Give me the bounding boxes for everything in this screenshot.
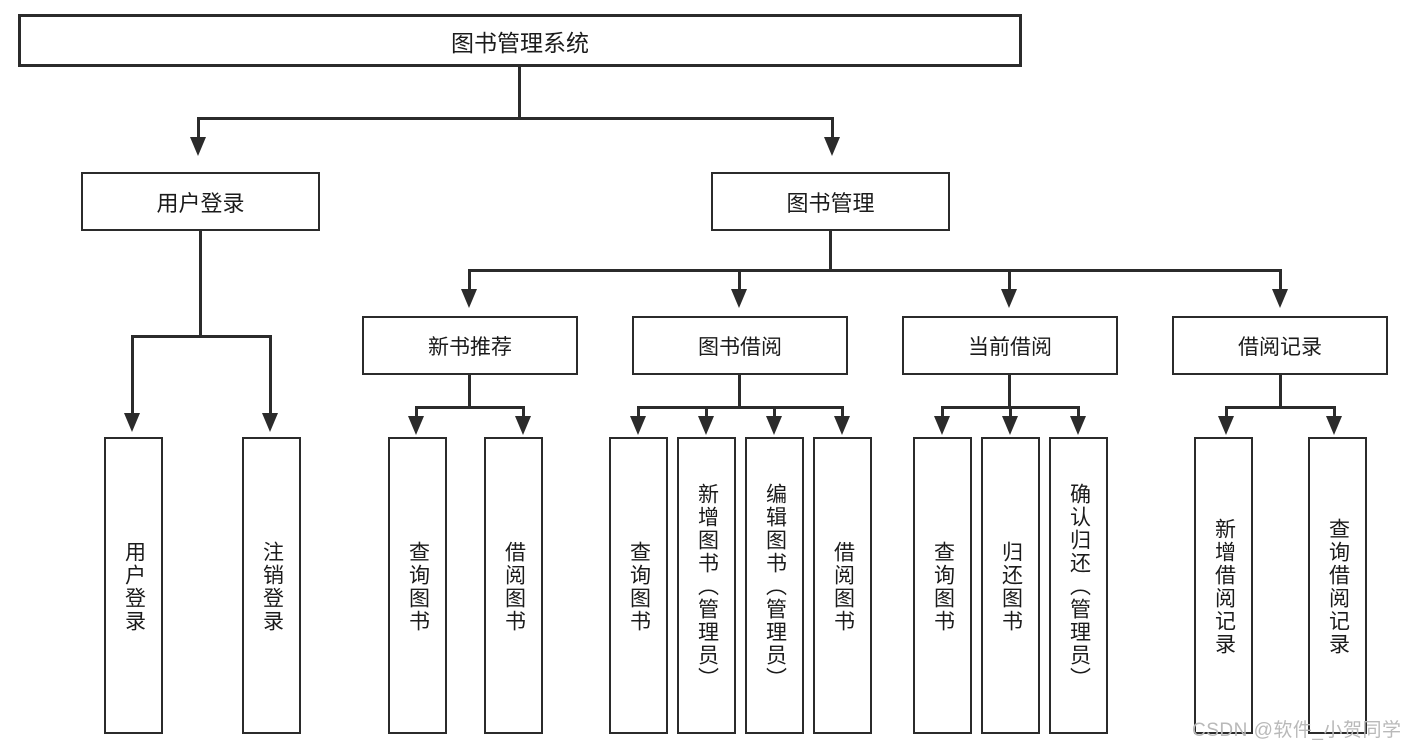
arrowhead-borrow-record-2 — [1326, 416, 1342, 435]
connector-book-borrow-drop-1 — [637, 406, 640, 418]
connector-level3-drop-2 — [738, 269, 741, 291]
node-label: 当前借阅 — [968, 335, 1052, 359]
arrowhead-borrow-record-1 — [1218, 416, 1234, 435]
connector-level2-drop-1 — [197, 117, 200, 139]
node-new-book-recommend[interactable]: 新书推荐 — [362, 316, 578, 375]
node-label: 查询借阅记录 — [1326, 517, 1350, 656]
leaf-current-borrow-confirm-return[interactable]: 确认归还（管理员） — [1049, 437, 1108, 734]
leaf-borrow-record-query[interactable]: 查询借阅记录 — [1308, 437, 1367, 734]
node-label: 用户登录 — [122, 540, 146, 633]
leaf-user-login-login[interactable]: 用户登录 — [104, 437, 163, 734]
connector-current-borrow-drop-1 — [941, 406, 944, 418]
connector-level3-drop-4 — [1279, 269, 1282, 291]
node-label: 查询图书 — [627, 540, 651, 633]
node-label: 借阅图书 — [831, 540, 855, 633]
leaf-user-login-logout[interactable]: 注销登录 — [242, 437, 301, 734]
connector-level3-drop-3 — [1008, 269, 1011, 291]
leaf-current-borrow-query[interactable]: 查询图书 — [913, 437, 972, 734]
connector-book-borrow-bus — [637, 406, 844, 409]
connector-user-login-drop-2 — [269, 335, 272, 415]
leaf-book-borrow-edit[interactable]: 编辑图书（管理员） — [745, 437, 804, 734]
leaf-book-borrow-query[interactable]: 查询图书 — [609, 437, 668, 734]
connector-borrow-record-bus — [1225, 406, 1336, 409]
leaf-book-borrow-add[interactable]: 新增图书（管理员） — [677, 437, 736, 734]
connector-new-book-drop-2 — [522, 406, 525, 418]
connector-current-borrow-drop-3 — [1077, 406, 1080, 418]
connector-book-borrow-drop-2 — [705, 406, 708, 418]
connector-book-borrow-stem — [738, 375, 741, 409]
leaf-new-book-query[interactable]: 查询图书 — [388, 437, 447, 734]
connector-level3-bus — [468, 269, 1282, 272]
connector-current-borrow-drop-2 — [1009, 406, 1012, 418]
arrowhead-level2-1 — [190, 137, 206, 156]
node-label: 借阅记录 — [1238, 335, 1322, 359]
connector-borrow-record-drop-1 — [1225, 406, 1228, 418]
arrowhead-level2-2 — [824, 137, 840, 156]
node-label: 注销登录 — [260, 540, 284, 633]
arrowhead-current-borrow-2 — [1002, 416, 1018, 435]
arrowhead-user-login-1 — [124, 413, 140, 432]
node-user-login[interactable]: 用户登录 — [81, 172, 320, 231]
connector-book-borrow-drop-3 — [773, 406, 776, 418]
leaf-current-borrow-return[interactable]: 归还图书 — [981, 437, 1040, 734]
node-current-borrow[interactable]: 当前借阅 — [902, 316, 1118, 375]
node-label: 新增借阅记录 — [1212, 517, 1236, 656]
arrowhead-book-borrow-1 — [630, 416, 646, 435]
node-book-management[interactable]: 图书管理 — [711, 172, 950, 231]
node-label: 查询图书 — [406, 540, 430, 633]
leaf-borrow-record-add[interactable]: 新增借阅记录 — [1194, 437, 1253, 734]
node-label: 借阅图书 — [502, 540, 526, 633]
connector-level2-bus — [197, 117, 834, 120]
connector-book-borrow-drop-4 — [841, 406, 844, 418]
connector-level3-drop-1 — [468, 269, 471, 291]
arrowhead-book-borrow-4 — [834, 416, 850, 435]
arrowhead-level3-4 — [1272, 289, 1288, 308]
node-label: 用户登录 — [156, 190, 245, 216]
leaf-new-book-borrow[interactable]: 借阅图书 — [484, 437, 543, 734]
arrowhead-level3-1 — [461, 289, 477, 308]
connector-borrow-record-stem — [1279, 375, 1282, 409]
arrowhead-current-borrow-1 — [934, 416, 950, 435]
connector-user-login-bus — [131, 335, 271, 338]
node-borrow-record[interactable]: 借阅记录 — [1172, 316, 1388, 375]
node-label: 确认归还（管理员） — [1067, 483, 1091, 690]
arrowhead-new-book-2 — [515, 416, 531, 435]
node-label: 图书借阅 — [698, 335, 782, 359]
arrowhead-new-book-1 — [408, 416, 424, 435]
connector-user-login-drop-1 — [131, 335, 134, 415]
connector-user-login-stem — [199, 231, 202, 337]
arrowhead-level3-3 — [1001, 289, 1017, 308]
node-label: 归还图书 — [999, 540, 1023, 633]
node-label: 编辑图书（管理员） — [763, 483, 787, 690]
connector-root-stem — [518, 67, 521, 119]
node-label: 图书管理系统 — [451, 29, 589, 56]
node-label: 图书管理 — [786, 190, 875, 216]
arrowhead-level3-2 — [731, 289, 747, 308]
connector-new-book-bus — [415, 406, 525, 409]
arrowhead-user-login-2 — [262, 413, 278, 432]
arrowhead-book-borrow-2 — [698, 416, 714, 435]
node-book-borrow[interactable]: 图书借阅 — [632, 316, 848, 375]
connector-borrow-record-drop-2 — [1333, 406, 1336, 418]
node-label: 新书推荐 — [428, 335, 512, 359]
connector-current-borrow-stem — [1008, 375, 1011, 409]
connector-level2-drop-2 — [831, 117, 834, 139]
leaf-book-borrow-borrow[interactable]: 借阅图书 — [813, 437, 872, 734]
connector-new-book-drop-1 — [415, 406, 418, 418]
arrowhead-book-borrow-3 — [766, 416, 782, 435]
arrowhead-current-borrow-3 — [1070, 416, 1086, 435]
node-label: 查询图书 — [931, 540, 955, 633]
node-label: 新增图书（管理员） — [695, 483, 719, 690]
connector-book-management-stem — [829, 231, 832, 271]
node-root-system[interactable]: 图书管理系统 — [18, 14, 1022, 67]
connector-new-book-stem — [468, 375, 471, 409]
